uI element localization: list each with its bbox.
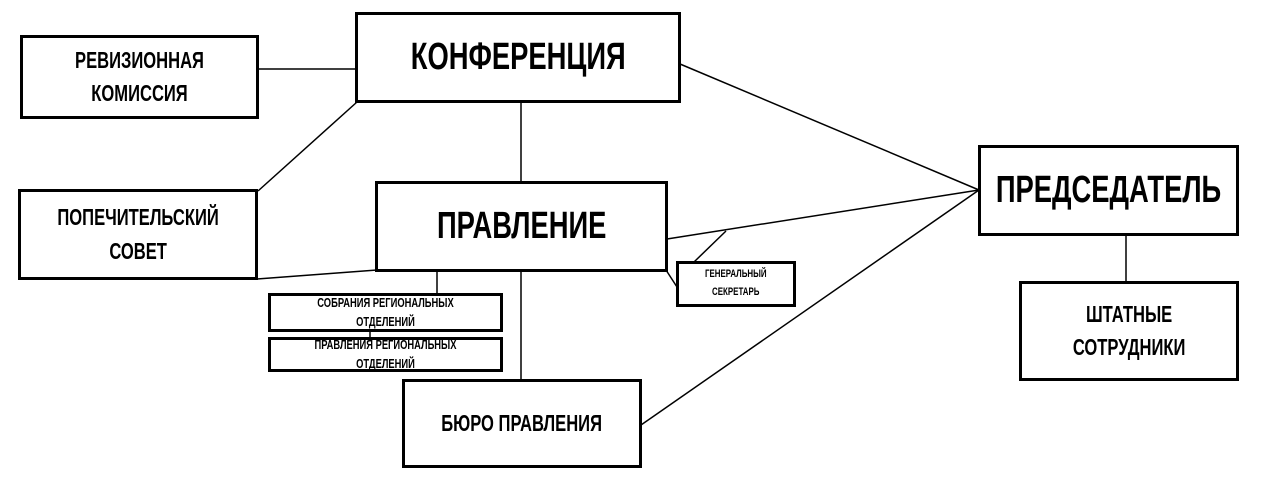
line-conference-trustees [257, 101, 358, 192]
node-chairman: ПРЕДСЕДАТЕЛЬ [978, 145, 1239, 236]
node-audit-commission: РЕВИЗИОННАЯ КОМИССИЯ [20, 35, 259, 119]
node-label: СОБРАНИЯ РЕГИОНАЛЬНЫХ ОТДЕЛЕНИЙ [317, 294, 454, 329]
node-label: ПОПЕЧИТЕЛЬСКИЙ СОВЕТ [57, 204, 219, 264]
node-regional-meetings: СОБРАНИЯ РЕГИОНАЛЬНЫХ ОТДЕЛЕНИЙ [268, 293, 503, 332]
node-label: ПРЕДСЕДАТЕЛЬ [995, 168, 1222, 211]
node-label: ПРАВЛЕНИЯ РЕГИОНАЛЬНЫХ ОТДЕЛЕНИЙ [314, 336, 457, 371]
line-board-secretary [665, 269, 678, 288]
line-secretary-branch [693, 230, 727, 263]
node-general-secretary: ГЕНЕРАЛЬНЫЙ СЕКРЕТАРЬ [676, 261, 796, 307]
node-label: ШТАТНЫЕ СОТРУДНИКИ [1072, 300, 1186, 360]
line-conference-chairman [679, 63, 980, 191]
node-conference: КОНФЕРЕНЦИЯ [355, 12, 681, 103]
node-regional-boards: ПРАВЛЕНИЯ РЕГИОНАЛЬНЫХ ОТДЕЛЕНИЙ [268, 337, 503, 372]
line-board-chairman [666, 189, 980, 240]
line-bureau-chairman [640, 189, 980, 426]
node-board: ПРАВЛЕНИЕ [375, 181, 668, 272]
node-label: ПРАВЛЕНИЕ [436, 204, 607, 247]
node-board-bureau: БЮРО ПРАВЛЕНИЯ [402, 379, 642, 468]
node-label: РЕВИЗИОННАЯ КОМИССИЯ [75, 46, 204, 106]
node-label: КОНФЕРЕНЦИЯ [410, 35, 626, 78]
node-label: БЮРО ПРАВЛЕНИЯ [441, 409, 603, 436]
node-board-of-trustees: ПОПЕЧИТЕЛЬСКИЙ СОВЕТ [18, 189, 258, 280]
node-label: ГЕНЕРАЛЬНЫЙ СЕКРЕТАРЬ [705, 268, 767, 298]
node-staff: ШТАТНЫЕ СОТРУДНИКИ [1019, 281, 1239, 381]
line-trustees-board [256, 269, 378, 280]
